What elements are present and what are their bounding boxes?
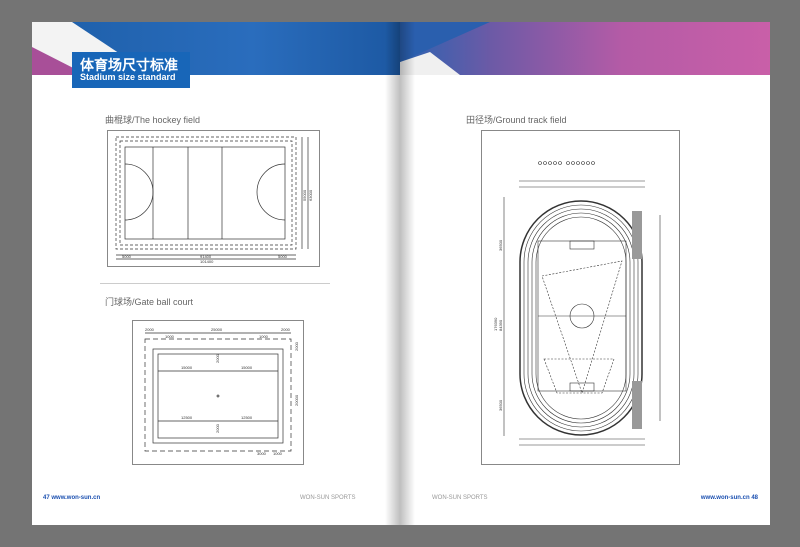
footer-brand: WON-SUN SPORTS bbox=[432, 495, 488, 501]
dim: 15000 bbox=[181, 365, 193, 370]
header-decoration bbox=[400, 22, 490, 75]
dim: 3000 bbox=[257, 451, 267, 456]
page-number: 48 bbox=[751, 495, 758, 501]
dim: 1000 bbox=[165, 334, 175, 339]
dim: 176390 bbox=[493, 317, 498, 331]
right-page: 田径场/Ground track field 36500 bbox=[400, 22, 770, 525]
track-label: 田径场/Ground track field bbox=[466, 115, 567, 125]
gateball-diagram: 2000 25000 2000 1000 1000 2000 15000 150… bbox=[132, 320, 304, 465]
page-number: 47 bbox=[43, 495, 50, 501]
dim: 25000 bbox=[211, 327, 223, 332]
dim: 55000 bbox=[302, 189, 307, 201]
dim: 12500 bbox=[181, 415, 193, 420]
track-diagram: 36500 84390 176390 36500 bbox=[481, 130, 680, 465]
dim: 1000 bbox=[259, 334, 269, 339]
divider bbox=[100, 283, 330, 284]
dim: 2000 bbox=[145, 327, 155, 332]
title-english: Stadium size standard bbox=[80, 72, 176, 82]
hockey-diagram: 5000 91400 101400 5000 55000 63000 bbox=[107, 130, 320, 267]
dim: 84390 bbox=[498, 319, 503, 331]
dim: 15000 bbox=[241, 365, 253, 370]
footer-right: www.won-sun.cn 48 bbox=[701, 495, 758, 501]
hockey-label: 曲棍球/The hockey field bbox=[105, 115, 201, 125]
footer-brand: WON-SUN SPORTS bbox=[300, 495, 356, 501]
dim: 63000 bbox=[308, 189, 313, 201]
dim: 20000 bbox=[294, 394, 299, 406]
dim: 101400 bbox=[200, 259, 214, 264]
dim: 2000 bbox=[215, 353, 220, 363]
page-title: 体育场尺寸标准 Stadium size standard bbox=[72, 52, 190, 88]
dim: 5000 bbox=[122, 254, 132, 259]
dim: 91400 bbox=[200, 254, 212, 259]
dim: 2000 bbox=[281, 327, 291, 332]
dim: 2000 bbox=[215, 423, 220, 433]
dim: 12500 bbox=[241, 415, 253, 420]
left-page: 体育场尺寸标准 Stadium size standard 曲棍球/The ho… bbox=[32, 22, 400, 525]
book-gutter bbox=[385, 22, 415, 525]
website-link[interactable]: www.won-sun.cn bbox=[51, 495, 101, 501]
dim: 36500 bbox=[498, 239, 503, 251]
gateball-label: 门球场/Gate ball court bbox=[105, 297, 194, 307]
website-link[interactable]: www.won-sun.cn bbox=[700, 495, 750, 501]
dim: 1000 bbox=[273, 451, 283, 456]
footer-left: 47 www.won-sun.cn bbox=[43, 495, 100, 501]
dim: 36500 bbox=[498, 399, 503, 411]
dim: 5000 bbox=[278, 254, 288, 259]
dim: 2000 bbox=[294, 341, 299, 351]
title-chinese: 体育场尺寸标准 bbox=[80, 57, 178, 73]
